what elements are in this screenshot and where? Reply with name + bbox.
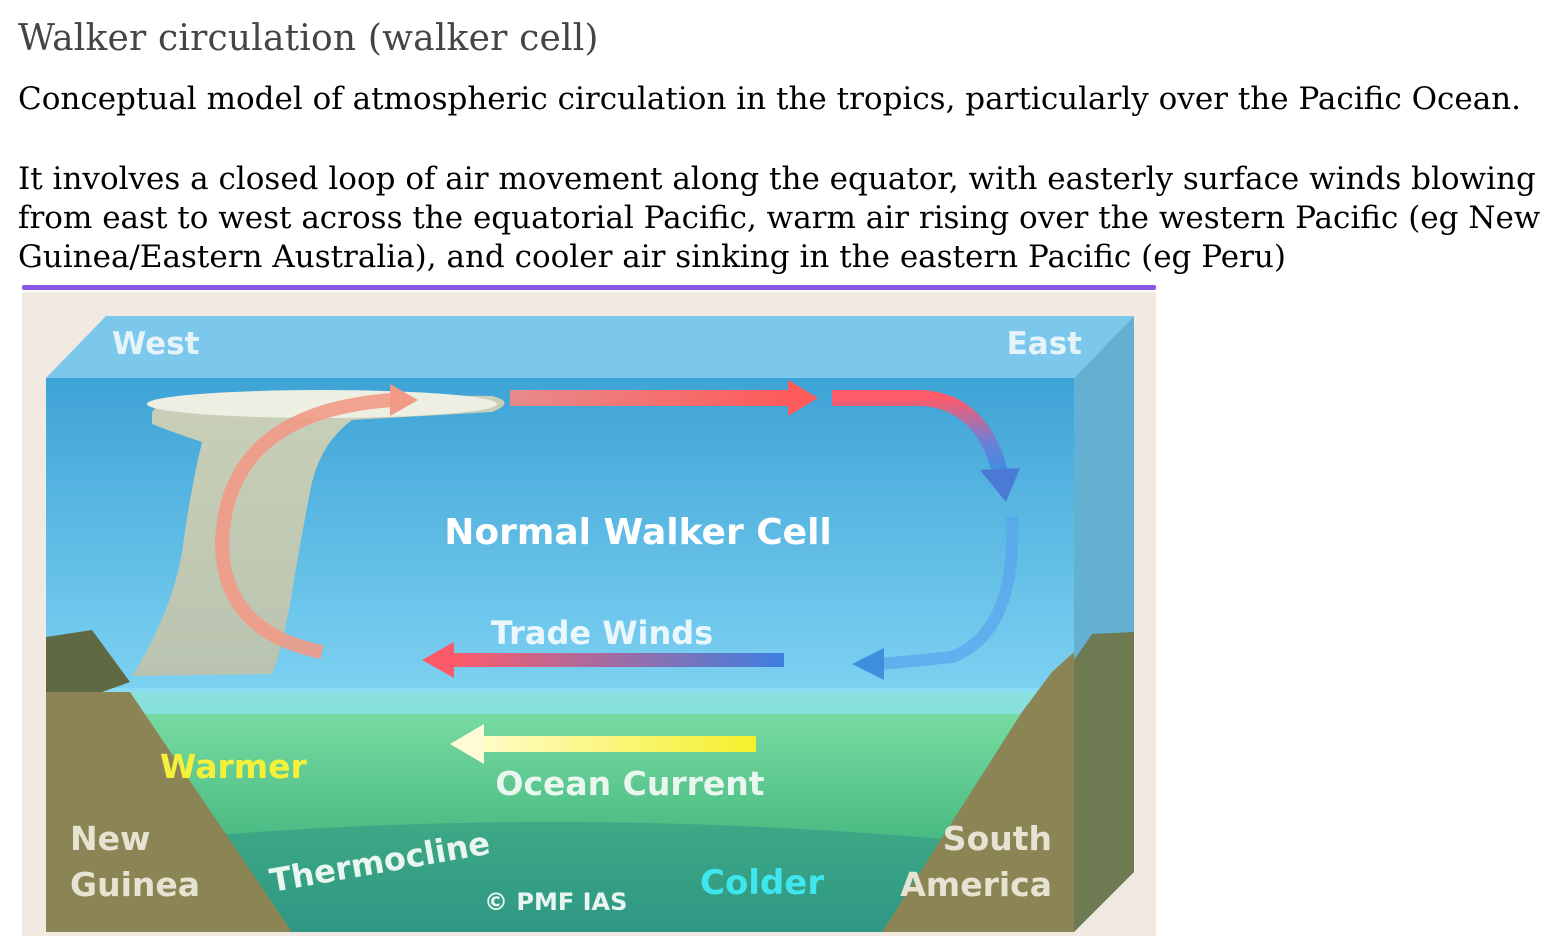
east-label: East xyxy=(1007,326,1083,362)
intro-paragraph: Conceptual model of atmospheric circulat… xyxy=(18,81,1522,117)
page-heading: Walker circulation (walker cell) xyxy=(18,18,599,59)
colder-label: Colder xyxy=(700,863,824,903)
trade-winds-arrow xyxy=(452,653,784,667)
box-top-face xyxy=(46,316,1134,378)
new-guinea-label-line2: Guinea xyxy=(70,865,200,904)
rising-air-arrow xyxy=(214,393,393,659)
storm-cloud xyxy=(132,394,505,676)
new-guinea-label-line1: New xyxy=(70,819,151,858)
ocean-current-arrowhead xyxy=(450,724,484,764)
trade-winds-arrowhead xyxy=(422,642,454,678)
new-guinea-land xyxy=(46,692,292,932)
upper-air-arrowhead-1 xyxy=(788,380,818,416)
south-america-land xyxy=(882,652,1074,932)
credit-label: © PMF IAS xyxy=(484,888,627,916)
sinking-air-arrowhead xyxy=(980,468,1020,502)
east-hill xyxy=(1052,632,1134,932)
west-hill xyxy=(46,630,130,712)
ocean-current-label: Ocean Current xyxy=(495,764,764,803)
ocean-current-arrow xyxy=(480,736,756,752)
diagram-title: Normal Walker Cell xyxy=(444,512,832,553)
trade-winds-label: Trade Winds xyxy=(491,614,713,652)
south-america-label-line2: America xyxy=(900,865,1052,904)
warmer-label: Warmer xyxy=(160,747,308,786)
sinking-air-arrow-bottom xyxy=(881,516,1019,670)
rising-air-arrowhead xyxy=(390,384,418,416)
walker-cell-diagram: West East Normal Walker Cell Trade Winds… xyxy=(22,292,1156,936)
sinking-air-arrowhead-bottom xyxy=(852,648,884,680)
thermocline-layer xyxy=(46,822,1074,932)
sinking-air-arrow-top xyxy=(832,390,1008,475)
south-america-label-line1: South xyxy=(943,819,1052,858)
upper-air-arrow-1 xyxy=(510,390,790,406)
west-label: West xyxy=(112,326,200,362)
detail-paragraph: It involves a closed loop of air movemen… xyxy=(18,161,1541,275)
sea-surface xyxy=(46,688,1074,714)
highlight-underline xyxy=(22,285,1156,290)
